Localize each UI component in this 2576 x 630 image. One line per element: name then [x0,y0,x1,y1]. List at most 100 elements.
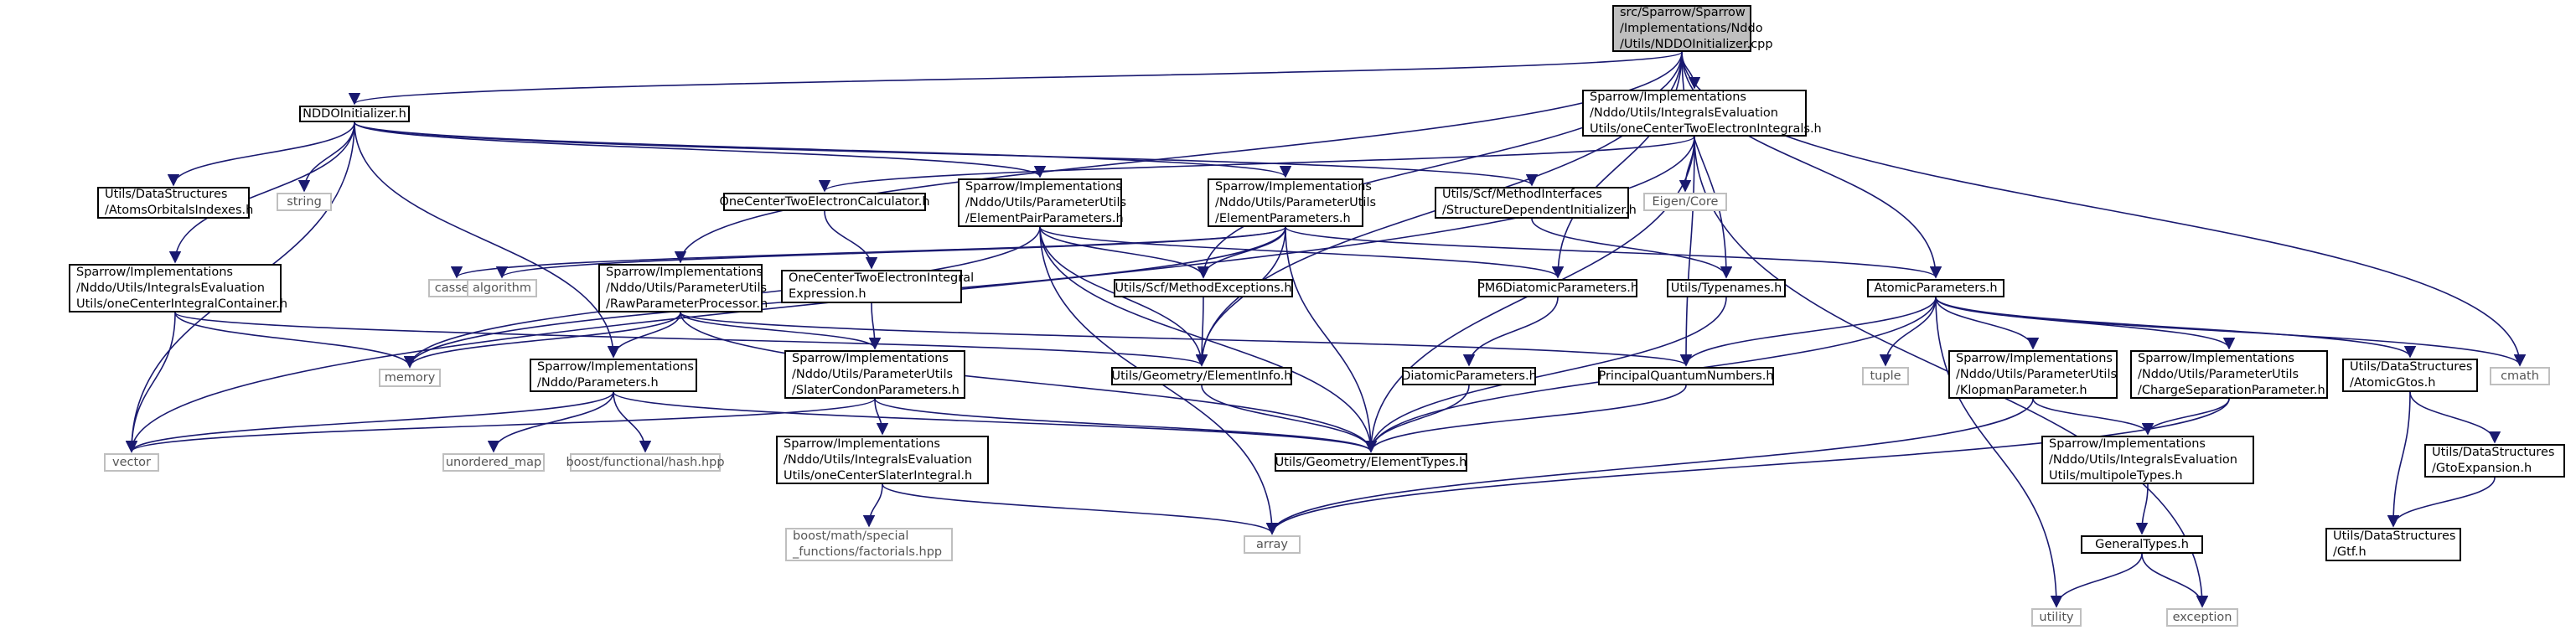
edge-typenames-to-element_types [1364,297,1727,453]
edge-nddo_init_h-to-parameters_h [354,121,620,359]
edge-one_center_integral_container-to-element_info [174,312,1208,367]
node-charge-separation-parameter-h[interactable]: Sparrow/Implementations /Nddo/Utils/Para… [2130,350,2328,399]
edge-slater_condon-to-one_center_slater [874,398,889,436]
node-atomic-parameters-h[interactable]: AtomicParameters.h [1867,279,2004,297]
edge-parameters_h-to-boost_hash [613,391,652,453]
node-boost-math-factorials: boost/math/special _functions/factorials… [785,528,953,561]
node-algorithm: algorithm [467,279,537,297]
node-klopman-parameter-h[interactable]: Sparrow/Implementations /Nddo/Utils/Para… [1948,350,2118,399]
edge-element_params-to-cassert [451,226,1286,279]
node-atoms-orbitals-indexes-h[interactable]: Utils/DataStructures /AtomsOrbitalsIndex… [97,187,253,219]
edge-root-to-raw_param_processor [674,51,1683,264]
edge-raw_param_processor-to-element_types [680,312,1378,453]
node-memory: memory [379,369,441,387]
edge-element_pair_params-to-pm6_diatomic [1039,226,1564,279]
node-string: string [277,193,332,211]
edge-one_center_integral_container-to-memory [174,312,416,369]
node-slater-condon-parameters-h[interactable]: Sparrow/Implementations /Nddo/Utils/Para… [784,350,965,399]
node-element-pair-parameters-h[interactable]: Sparrow/Implementations /Nddo/Utils/Para… [958,178,1126,227]
edge-atomic_params-to-principal_qn [1679,297,1937,367]
edge-principal_qn-to-element_types [1364,385,1687,453]
edge-charge_sep-to-multipole_types [2141,398,2230,436]
node-one-center-integral-container-h[interactable]: Sparrow/Implementations /Nddo/Utils/Inte… [69,264,287,312]
node-typenames-h[interactable]: Utils/Typenames.h [1667,279,1786,297]
edge-root-to-typenames [1681,51,1733,279]
edge-atomic_params-to-klopman [1935,297,2040,350]
node-pm6-diatomic-parameters-h[interactable]: PM6DiatomicParameters.h [1477,279,1638,297]
edge-slater_condon-to-element_types [874,398,1377,453]
node-one-center-two-electron-calculator-h[interactable]: OneCenterTwoElectronCalculator.h [719,193,930,211]
edge-atomic_params-to-charge_sep [1935,297,2236,350]
edge-atomic_params-to-utility [1935,297,2063,608]
node-diatomic-parameters-h[interactable]: DiatomicParameters.h [1401,367,1537,385]
node-root-file[interactable]: src/Sparrow/Sparrow /Implementations/Ndd… [1612,5,1773,52]
node-parameters-h[interactable]: Sparrow/Implementations /Nddo/Parameters… [530,359,697,392]
edge-charge_sep-to-array [1265,398,2230,535]
node-cmath: cmath [2490,367,2550,385]
edge-atomic_gtos-to-gto_expansion [2409,391,2501,444]
edge-raw_param_processor-to-principal_qn [680,312,1692,367]
edge-klopman-to-multipole_types [2032,398,2154,436]
edge-diatomic_params-to-element_types [1364,385,1470,453]
edge-nddo_init_h-to-element_params [354,121,1291,178]
edge-root-to-method_exceptions [1197,51,1683,279]
edge-method_exceptions-to-element_info [1195,297,1208,367]
edge-atomic_gtos-to-gtf [2387,391,2411,528]
node-element-parameters-h[interactable]: Sparrow/Implementations /Nddo/Utils/Para… [1208,178,1376,227]
edge-raw_param_processor-to-memory [403,312,681,369]
edge-atomic_params-to-tuple [1879,297,1937,367]
edge-nddo_init_h-to-structure_dep_init [354,121,1538,187]
node-gtf-h[interactable]: Utils/DataStructures /Gtf.h [2325,528,2461,561]
node-gto-expansion-h[interactable]: Utils/DataStructures /GtoExpansion.h [2424,444,2565,478]
edge-multipole_types-to-general_types [2135,483,2149,535]
node-vector: vector [104,453,159,472]
node-structure-dependent-initializer-h[interactable]: Utils/Scf/MethodInterfaces /StructureDep… [1435,187,1637,219]
edge-root-to-nddo_init_h [349,51,1683,106]
edge-one_center_two_e_expr-to-slater_condon [868,302,882,350]
edge-one_center_slater-to-boost_factorials [862,483,883,528]
edge-root-to-atomic_params [1681,51,1942,279]
node-array: array [1244,535,1301,554]
edge-gto_expansion-to-gtf [2387,477,2496,528]
node-principal-quantum-numbers-h[interactable]: PrincipalQuantumNumbers.h [1598,367,1774,385]
edge-raw_param_processor-to-parameters_h [607,312,681,359]
edge-atomic_params-to-atomic_gtos [1935,297,2416,359]
node-atomic-gtos-h[interactable]: Utils/DataStructures /AtomicGtos.h [2342,359,2478,392]
node-exception: exception [2166,608,2238,627]
edge-parameters_h-to-unordered_map [487,391,614,453]
node-boost-functional-hash: boost/functional/hash.hpp [566,453,725,472]
edge-nddo_init_h-to-element_pair_params [354,121,1046,178]
node-utility: utility [2031,608,2082,627]
edge-element_info-to-element_types [1201,385,1378,453]
node-one-center-two-electron-integrals-h[interactable]: Sparrow/Implementations /Nddo/Utils/Inte… [1582,90,1822,137]
node-one-center-two-electron-integral-expression-h[interactable]: OneCenterTwoElectronIntegral Expression.… [781,270,974,303]
node-unordered-map: unordered_map [442,453,545,472]
edge-one_center_two_e_calc-to-one_center_two_e_expr [824,210,878,270]
node-general-types-h[interactable]: GeneralTypes.h [2081,535,2203,554]
edge-one_center_slater-to-array [882,483,1278,535]
node-one-center-slater-integral-h[interactable]: Sparrow/Implementations /Nddo/Utils/Inte… [776,436,989,484]
node-nddo-initializer-h[interactable]: NDDOInitializer.h [299,106,410,122]
node-element-info-h[interactable]: Utils/Geometry/ElementInfo.h [1111,367,1292,385]
edge-element_pair_params-to-method_exceptions [1039,226,1210,279]
node-method-exceptions-h[interactable]: Utils/Scf/MethodExceptions.h [1114,279,1293,297]
edge-one_center_two_e_h-to-one_center_two_e_calc [819,136,1695,193]
node-element-types-h[interactable]: Utils/Geometry/ElementTypes.h [1275,453,1467,472]
node-raw-parameter-processor-h[interactable]: Sparrow/Implementations /Nddo/Utils/Para… [598,264,768,312]
edge-nddo_init_h-to-atoms_orbitals [167,121,355,187]
edge-atomic_params-to-cmath [1935,297,2526,367]
edge-one_center_two_e_h-to-principal_qn [1679,136,1695,367]
edge-general_types-to-utility [2050,553,2143,608]
node-tuple: tuple [1862,367,1909,385]
edge-element_params-to-method_exceptions [1197,226,1286,279]
node-multipole-types-h[interactable]: Sparrow/Implementations /Nddo/Utils/Inte… [2041,436,2254,484]
edge-nddo_init_h-to-one_center_integral_container [168,121,355,264]
edge-general_types-to-exception [2141,553,2209,608]
edge-element_params-to-element_types [1285,226,1378,453]
edge-one_center_integral_container-to-vector [125,312,176,453]
edge-pm6_diatomic-to-diatomic_params [1462,297,1559,367]
edges-layer [125,51,2527,608]
edge-structure_dep_init-to-typenames [1531,218,1733,279]
edge-parameters_h-to-vector [126,391,614,453]
